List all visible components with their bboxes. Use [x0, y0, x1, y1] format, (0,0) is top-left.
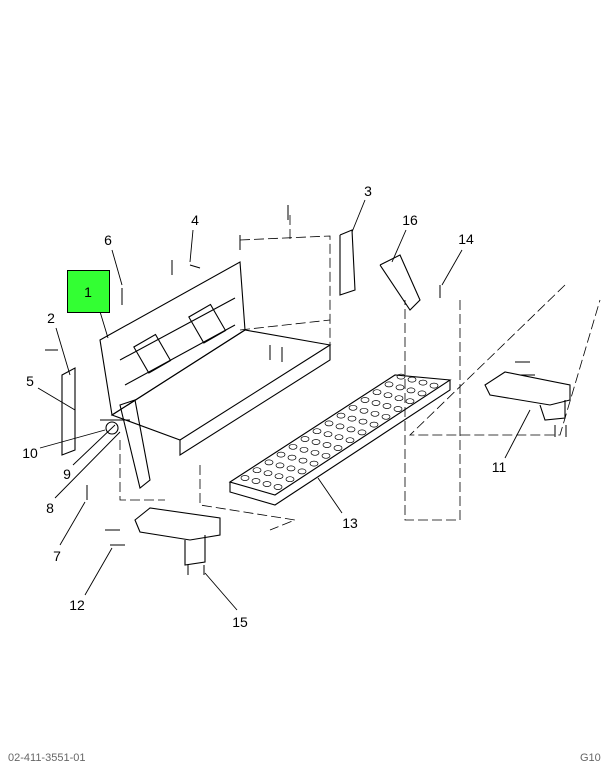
- tread-hole: [273, 484, 283, 490]
- tread-hole: [396, 373, 406, 380]
- tread-hole: [286, 465, 296, 472]
- callout-8[interactable]: 8: [46, 500, 54, 516]
- battery-tray: [99, 261, 332, 456]
- tread-hole: [297, 468, 307, 475]
- tread-hole: [333, 445, 343, 451]
- tread-hole: [407, 376, 417, 383]
- callout-13[interactable]: 13: [342, 515, 358, 531]
- sheet-code: G10: [580, 752, 601, 764]
- tread-hole: [336, 412, 346, 419]
- tread-hole: [251, 478, 261, 484]
- tread-hole: [309, 460, 319, 467]
- callout-4[interactable]: 4: [191, 212, 199, 228]
- drawing-number: 02-411-3551-01: [8, 752, 86, 764]
- tread-hole: [381, 413, 391, 420]
- tread-hole: [394, 395, 404, 402]
- callout-11[interactable]: 11: [491, 459, 507, 475]
- callout-7[interactable]: 7: [53, 548, 61, 564]
- tread-hole: [393, 406, 403, 412]
- lower-brackets: [134, 371, 571, 566]
- callout-6[interactable]: 6: [104, 232, 112, 248]
- tread-hole: [347, 415, 357, 422]
- tread-hole: [310, 449, 320, 456]
- tread-hole: [262, 481, 272, 487]
- tread-hole: [299, 446, 309, 453]
- phantom-lines: [119, 215, 601, 531]
- tread-hole: [285, 476, 295, 483]
- tread-hole: [395, 384, 405, 391]
- tread-hole: [405, 398, 415, 405]
- tread-hole: [323, 431, 333, 438]
- left-bracket: [61, 367, 151, 489]
- tread-hole: [370, 410, 380, 417]
- tread-hole: [372, 389, 382, 396]
- tread-hole: [311, 439, 321, 445]
- tread-hole: [288, 443, 298, 450]
- callout-12[interactable]: 12: [69, 597, 85, 613]
- tread-hole: [334, 434, 344, 441]
- tread-hole: [417, 390, 427, 397]
- tread-hole: [274, 473, 284, 480]
- tread-hole: [263, 470, 273, 477]
- tread-hole: [346, 426, 356, 433]
- callout-1[interactable]: 1: [84, 284, 92, 300]
- callout-10[interactable]: 10: [22, 445, 38, 461]
- tread-hole: [429, 382, 439, 389]
- callout-3[interactable]: 3: [364, 183, 372, 199]
- fasteners: [45, 205, 567, 575]
- tread-hole: [264, 459, 274, 466]
- tread-hole: [287, 454, 297, 461]
- callout-16[interactable]: 16: [402, 212, 418, 228]
- callout-14[interactable]: 14: [458, 231, 474, 247]
- callout-9[interactable]: 9: [63, 466, 71, 482]
- callout-15[interactable]: 15: [232, 614, 248, 630]
- tread-hole: [348, 404, 358, 411]
- callout-5[interactable]: 5: [26, 373, 34, 389]
- step-tread: [228, 374, 452, 506]
- tread-hole: [275, 462, 285, 469]
- callout-2[interactable]: 2: [47, 310, 55, 326]
- tread-hole: [382, 403, 392, 409]
- leader-lines: [37, 199, 531, 611]
- tread-hole: [345, 437, 355, 444]
- step-holes: [240, 373, 439, 490]
- tread-hole: [369, 421, 379, 428]
- tread-hole: [335, 423, 345, 430]
- tread-hole: [418, 379, 428, 386]
- tread-hole: [358, 418, 368, 425]
- tread-hole: [383, 392, 393, 399]
- upper-right-bracket: [339, 229, 421, 311]
- tread-hole: [371, 400, 381, 406]
- tread-hole: [406, 387, 416, 394]
- tread-hole: [359, 407, 369, 414]
- tread-hole: [321, 452, 331, 459]
- tread-hole: [300, 436, 310, 442]
- tread-hole: [312, 428, 322, 435]
- tread-hole: [240, 475, 250, 481]
- tread-hole: [322, 442, 332, 448]
- highlighted-callout-box: [67, 270, 110, 313]
- tread-hole: [384, 381, 394, 388]
- tread-hole: [298, 457, 308, 464]
- tread-hole: [276, 451, 286, 458]
- tread-hole: [360, 397, 370, 403]
- tread-hole: [252, 467, 262, 474]
- tread-hole: [324, 420, 334, 427]
- tread-hole: [357, 429, 367, 436]
